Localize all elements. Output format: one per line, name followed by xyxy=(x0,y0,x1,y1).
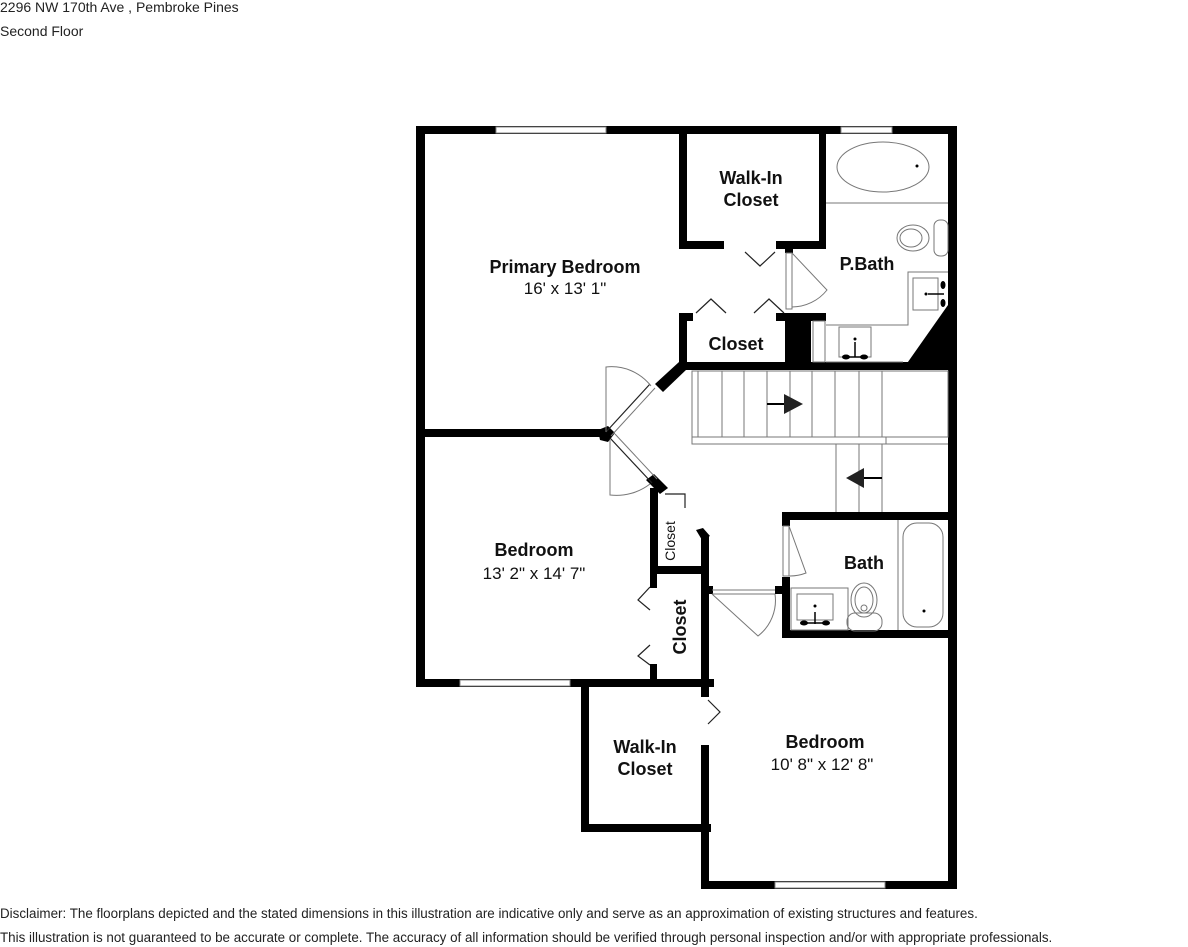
room-name-primary-closet: Closet xyxy=(708,334,763,354)
disclaimer-line-1: Disclaimer: The floorplans depicted and … xyxy=(0,906,978,921)
room-name-walk-in-closet-bedroom-3: Walk-In xyxy=(613,737,676,757)
sink-icon xyxy=(796,593,834,626)
staircase xyxy=(691,370,949,512)
room-dim-bedroom-3: 10' 8" x 12' 8" xyxy=(771,755,874,774)
floor-label: Second Floor xyxy=(0,23,84,39)
fixtures xyxy=(790,141,949,632)
room-name-walk-in-closet: Walk-In xyxy=(719,168,782,188)
room-name-bedroom-2-closet: Closet xyxy=(670,599,690,654)
bathtub-icon xyxy=(836,141,930,193)
disclaimer-line-2: This illustration is not guaranteed to b… xyxy=(0,930,1053,945)
toilet-icon xyxy=(846,582,883,632)
windows xyxy=(459,126,893,889)
property-address: 2296 NW 170th Ave , Pembroke Pines xyxy=(0,0,239,15)
room-name-bedroom-2: Bedroom xyxy=(494,540,573,560)
arrow-left-icon xyxy=(846,468,882,488)
doors xyxy=(605,251,828,725)
room-name-walk-in-closet-bedroom-3-2: Closet xyxy=(617,759,672,779)
room-name-primary-bath: P.Bath xyxy=(840,254,895,274)
room-name-bath: Bath xyxy=(844,553,884,573)
room-name-hall-closet: Closet xyxy=(662,521,678,561)
room-name-walk-in-closet-2: Closet xyxy=(723,190,778,210)
room-name-bedroom-3: Bedroom xyxy=(785,732,864,752)
sink-icon xyxy=(838,326,872,360)
toilet-icon xyxy=(896,219,949,257)
sink-icon xyxy=(912,277,946,311)
room-labels: Primary Bedroom 16' x 13' 1" Walk-In Clo… xyxy=(483,168,895,779)
room-dim-primary-bedroom: 16' x 13' 1" xyxy=(524,279,606,298)
interior-walls xyxy=(416,126,957,889)
bathtub-icon xyxy=(902,522,944,628)
room-dim-bedroom-2: 13' 2" x 14' 7" xyxy=(483,564,586,583)
room-name-primary-bedroom: Primary Bedroom xyxy=(489,257,640,277)
arrow-right-icon xyxy=(767,394,803,414)
